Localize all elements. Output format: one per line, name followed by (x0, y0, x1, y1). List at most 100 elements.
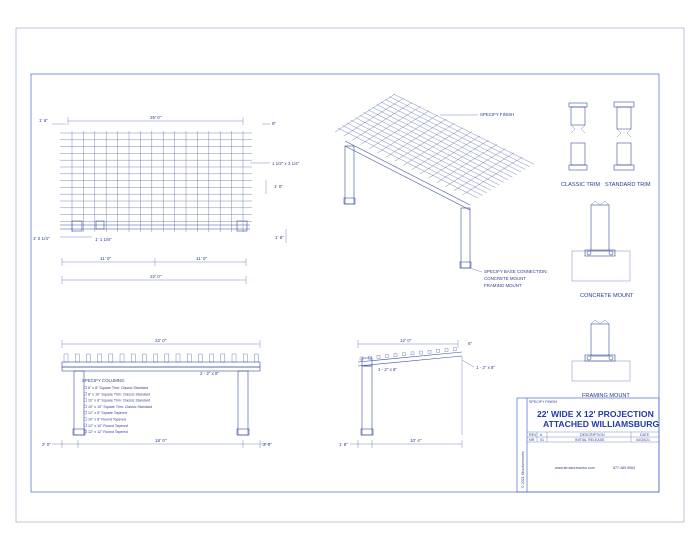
iso-rafter (419, 135, 481, 175)
plan-label-purlins: 1 1/2" x 3 1/4" (272, 161, 300, 166)
front-rafter-tail (130, 353, 136, 363)
iso-callout-base-title: SPECIFY BASE CONNECTION: (484, 269, 548, 274)
inner-border (30, 73, 660, 493)
iso-purlin (342, 125, 483, 196)
iso-rafter (377, 114, 438, 154)
front-rafter-tail (63, 353, 69, 363)
plan-purlins (60, 132, 252, 222)
plan-dim-overall: 22' 0" (150, 274, 162, 279)
iso-purlins (337, 94, 534, 199)
side-purlin-end (359, 356, 364, 361)
plan-dim-right-half: 11' 0" (196, 256, 207, 261)
side-purlin-end (427, 350, 432, 354)
side-column (361, 365, 373, 436)
column-option: 10" x 10" Square Trim: Classic Standard (88, 405, 152, 409)
col-date: DATE (640, 433, 650, 437)
iso-callout-base-opt2: FRAMING MOUNT (484, 283, 522, 288)
column-option-checkbox (83, 392, 87, 396)
concrete-mount-label: CONCRETE MOUNT (580, 293, 634, 299)
column-option: 12" x 8" Square Tapered (88, 411, 127, 415)
side-purlin-end (376, 355, 381, 359)
iso-purlin (372, 107, 513, 178)
side-purlin-end (385, 354, 389, 358)
framing-mount-label: FRAMING MOUNT (582, 393, 630, 399)
iso-rafter (428, 140, 489, 179)
iso-purlin (380, 101, 522, 173)
plan-view: 25' 0" 1' 6" 6" 1 1/2" x 3 1/4" 1' 0" 1'… (33, 115, 300, 284)
side-purlin-end (368, 355, 372, 360)
side-purlin-end (436, 349, 440, 353)
column-options-list: 8" x 8" Square Trim: Classic Standard8" … (83, 386, 152, 434)
iso-purlin (389, 96, 530, 167)
column-option-checkbox (83, 386, 87, 390)
side-purlin-end (393, 353, 398, 357)
trim-details: CLASSIC TRIM STANDARD TRIM CONCRETE MOUN… (561, 101, 651, 399)
isometric-view: SPECIFY FINISH SPECIFY BASE CONNECTION: … (334, 93, 548, 288)
standard-trim-label: STANDARD TRIM (605, 182, 651, 188)
iso-purlin (350, 120, 491, 191)
iso-rafter (402, 127, 464, 166)
front-dim-top: 22' 0" (155, 338, 167, 343)
plan-post-right (236, 220, 248, 232)
plan-dim-right-1: 1' 6" (275, 235, 284, 240)
column-option: 12" x 12" Round Tapered (88, 430, 128, 434)
column-option-checkbox (83, 430, 87, 434)
front-rafter-tails (63, 353, 259, 363)
side-purlin-end (402, 352, 406, 356)
title-header-note: SPECIFY FINISH (529, 400, 557, 404)
front-rafter-tail (97, 353, 102, 363)
front-rafter-tail (119, 353, 125, 363)
side-beam-label-a: 1 - 2" x 8" (378, 367, 397, 372)
front-rafter-tail (254, 353, 259, 363)
column-option-checkbox (83, 404, 87, 408)
col-desc: DESCRIPTION (580, 433, 605, 437)
side-purlin-end (410, 351, 415, 356)
iso-purlin (337, 127, 479, 199)
column-option-checkbox (83, 417, 87, 421)
title-line2: ATTACHED WILLIAMSBURG (543, 419, 659, 429)
plan-dim-rafter-spacing: 6" (272, 121, 277, 126)
iso-purlin (393, 94, 534, 165)
column-option: 10" x 8" Round Tapered (88, 418, 126, 422)
front-dim-right: 2' 0" (263, 442, 272, 447)
outer-border (15, 27, 685, 523)
side-purlin-end (419, 350, 423, 355)
front-rafter-tail (108, 353, 114, 363)
front-rafter-tail (86, 353, 91, 363)
front-dim-left: 2' 0" (42, 442, 51, 447)
plan-dim-post-offset: 1' 2 1/4" (33, 236, 50, 241)
plan-dim-purlin-spacing: 1' 0" (274, 184, 283, 189)
plan-dim-top-overhang: 1' 6" (39, 118, 48, 123)
plan-label-mid: 1' 1 1/8" (95, 237, 112, 242)
classic-trim-label: CLASSIC TRIM (561, 182, 600, 188)
iso-purlin (359, 114, 500, 186)
side-purlin-ends (359, 347, 457, 361)
columns-title: SPECIFY COLUMNS: (82, 378, 125, 383)
side-dim-span: 10' 4" (410, 438, 422, 443)
plan-dim-width: 25' 0" (150, 115, 162, 120)
front-column-right (237, 370, 249, 436)
front-rafter-tail (74, 353, 80, 363)
iso-rafter (411, 131, 472, 170)
front-rafter-tail (242, 353, 248, 363)
front-rafter-tail (198, 353, 203, 363)
iso-rafter (445, 148, 506, 187)
phone-text: 877.489.9064 (613, 466, 635, 470)
column-option: 8" x 8" Square Trim: Classic Standard (88, 386, 148, 390)
front-rafter-tail (175, 353, 181, 363)
iso-rafter (394, 123, 455, 162)
front-elevation: 22' 0" 2 - 2" x 8" SPECIFY COLUMNS: 8" x… (42, 338, 272, 448)
iso-purlin (355, 117, 496, 188)
side-beam-label-b: 1 - 2" x 8" (476, 365, 495, 370)
front-rafter-tail (142, 353, 147, 363)
iso-rafter (436, 144, 498, 183)
plan-post-mid (95, 220, 105, 230)
column-option: 10" x 8" Square Trim: Classic Standard (88, 399, 150, 403)
website-text: www.structureworks.com (555, 466, 595, 470)
column-option-checkbox (83, 398, 87, 402)
front-dim-mid: 18' 0" (155, 438, 167, 443)
iso-column-left (344, 145, 355, 205)
front-rafter-tail (220, 353, 226, 363)
title-block: SPECIFY FINISH 22' WIDE X 12' PROJECTION… (516, 397, 659, 493)
